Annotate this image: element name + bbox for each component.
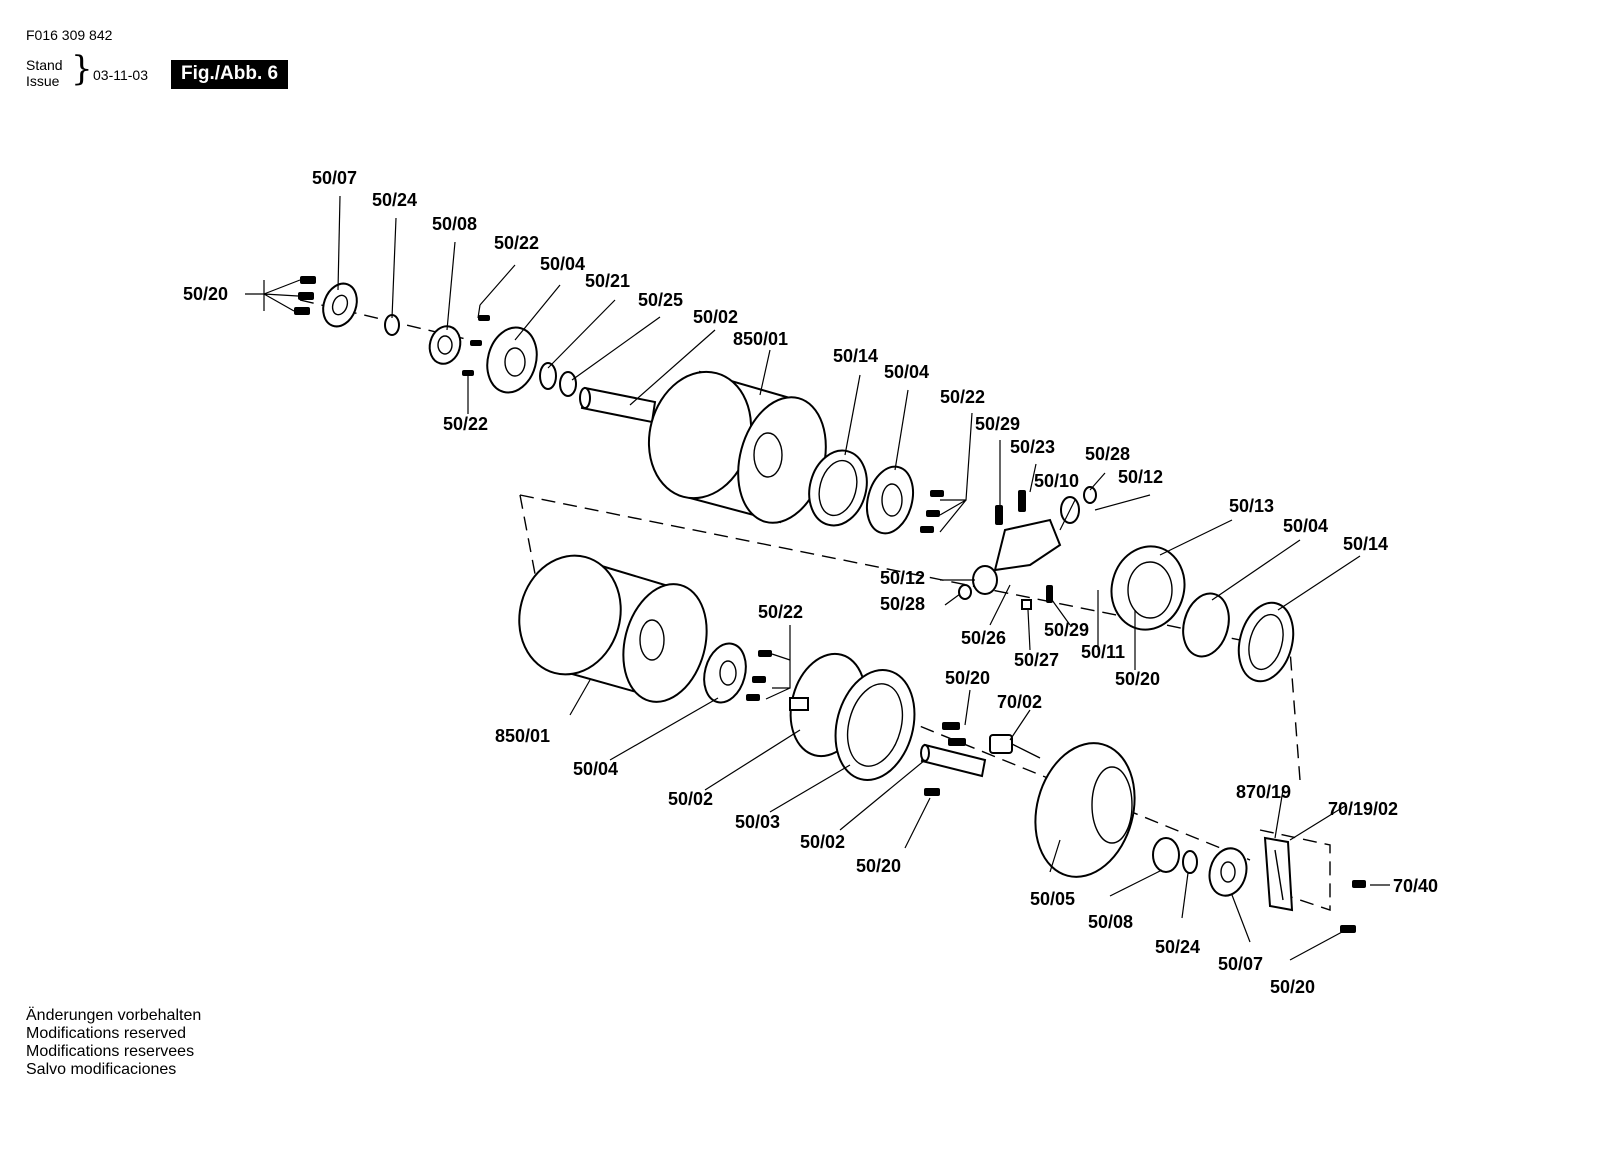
label-50-11: 50/11 (1081, 642, 1125, 662)
label-50-26: 50/26 (961, 628, 1006, 648)
motor-housing-right (1110, 545, 1295, 683)
label-50-23: 50/23 (1010, 437, 1055, 457)
bearing-lower (1152, 837, 1180, 873)
label-50-28: 50/28 (880, 594, 925, 614)
label-50-22: 50/22 (443, 414, 488, 434)
label-50-07: 50/07 (312, 168, 357, 188)
label-50-02: 50/02 (800, 832, 845, 852)
note-german: Änderungen vorbehalten (26, 1007, 202, 1024)
label-50-27: 50/27 (1014, 650, 1059, 670)
label-50-03: 50/03 (735, 812, 780, 832)
label-50-24: 50/24 (372, 190, 417, 210)
label-50-14: 50/14 (833, 346, 878, 366)
label-50-22: 50/22 (940, 387, 985, 407)
end-plate (1034, 742, 1136, 878)
part-labels: 50/07 50/24 50/08 50/22 50/04 50/21 50/2… (183, 168, 1438, 997)
label-50-24: 50/24 (1155, 937, 1200, 957)
stand-label: Stand (26, 57, 63, 73)
end-cap-left (294, 276, 358, 328)
label-50-20: 50/20 (945, 668, 990, 688)
stand-issue-label: Stand Issue (26, 57, 63, 89)
label-50-02: 50/02 (668, 789, 713, 809)
label-50-21: 50/21 (585, 271, 630, 291)
label-50-04: 50/04 (573, 759, 618, 779)
label-50-22: 50/22 (494, 233, 539, 253)
label-50-20: 50/20 (183, 284, 228, 304)
label-70-40: 70/40 (1393, 876, 1438, 896)
label-50-20: 50/20 (1270, 977, 1315, 997)
label-50-05: 50/05 (1030, 889, 1075, 909)
label-50-29: 50/29 (1044, 620, 1089, 640)
label-50-04: 50/04 (1283, 516, 1328, 536)
label-50-08: 50/08 (1088, 912, 1133, 932)
note-french: Modifications reservees (26, 1043, 195, 1060)
washer-lower (1182, 850, 1198, 874)
pinion (989, 734, 1041, 759)
shaft-upper (579, 386, 657, 424)
label-50-08: 50/08 (432, 214, 477, 234)
screws-upper-right (920, 490, 944, 533)
spacer-washer (559, 371, 577, 397)
leader-lines (245, 195, 1390, 961)
label-50-20: 50/20 (1115, 669, 1160, 689)
label-50-04: 50/04 (540, 254, 585, 274)
seal-ring-upper (808, 449, 868, 527)
note-spanish: Salvo modificaciones (26, 1061, 177, 1078)
end-cap-lower (1208, 847, 1248, 897)
gear-ring-assembly (789, 652, 916, 781)
gear-bearing-upper (865, 465, 915, 535)
label-50-28: 50/28 (1085, 444, 1130, 464)
mounting-bracket (1263, 836, 1366, 933)
label-50-12: 50/12 (880, 568, 925, 588)
label-50-12: 50/12 (1118, 467, 1163, 487)
gearbox-housing (958, 486, 1097, 610)
figure-badge: Fig./Abb. 6 (171, 60, 289, 89)
circlip (539, 362, 557, 390)
flange-left (462, 315, 538, 394)
bearing-left (428, 325, 462, 365)
shaft-lower (920, 722, 987, 796)
label-50-29: 50/29 (975, 414, 1020, 434)
label-50-20: 50/20 (856, 856, 901, 876)
label-50-04: 50/04 (884, 362, 929, 382)
label-50-13: 50/13 (1229, 496, 1274, 516)
document-number: F016 309 842 (26, 27, 113, 43)
issue-date: 03-11-03 (93, 67, 149, 83)
label-850-01: 850/01 (733, 329, 788, 349)
label-50-25: 50/25 (638, 290, 683, 310)
note-english: Modifications reserved (26, 1025, 187, 1042)
drum-upper (647, 370, 827, 524)
drum-lower (518, 554, 708, 703)
label-70-19-02: 70/19/02 (1328, 799, 1398, 819)
label-870-19: 870/19 (1236, 782, 1291, 802)
label-70-02: 70/02 (997, 692, 1042, 712)
label-50-10: 50/10 (1034, 471, 1079, 491)
modification-notes: Änderungen vorbehalten Modifications res… (26, 1007, 201, 1079)
label-850-01: 850/01 (495, 726, 550, 746)
label-50-22: 50/22 (758, 602, 803, 622)
label-50-02: 50/02 (693, 307, 738, 327)
issue-label: Issue (26, 73, 60, 89)
label-50-14: 50/14 (1343, 534, 1388, 554)
label-50-07: 50/07 (1218, 954, 1263, 974)
gear-bearing-lower (703, 642, 772, 704)
brace-glyph: } (71, 49, 93, 89)
